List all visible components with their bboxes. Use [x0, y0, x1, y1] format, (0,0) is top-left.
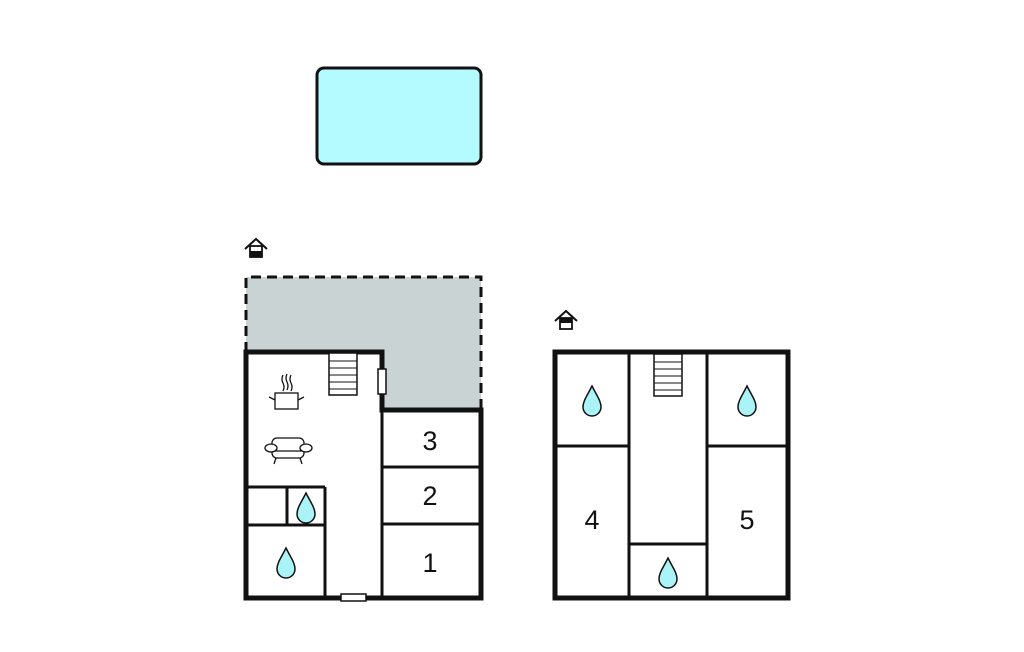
door-icon: [340, 593, 367, 602]
stairs-icon: [653, 353, 683, 397]
sofa-icon: [264, 437, 313, 465]
stairs-icon: [328, 352, 358, 396]
upper-floor: 4 5: [552, 349, 791, 601]
terrace: [244, 275, 483, 408]
house-entrance-icon: [554, 310, 578, 330]
room-label: 2: [422, 481, 437, 511]
room-label: 1: [422, 548, 437, 578]
ground-floor: 3 2 1: [243, 349, 484, 602]
room-label: 3: [422, 426, 437, 456]
room-label: 5: [739, 505, 754, 535]
window-icon: [377, 368, 387, 395]
pool: [315, 66, 483, 166]
room-label: 4: [584, 505, 599, 535]
kitchen-pot-icon: [268, 373, 305, 410]
house-entrance-icon: [244, 238, 268, 258]
